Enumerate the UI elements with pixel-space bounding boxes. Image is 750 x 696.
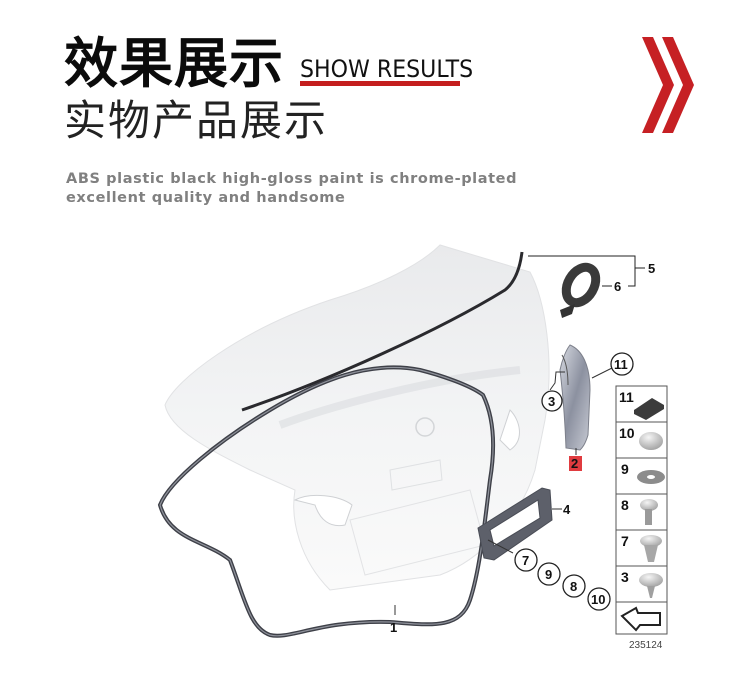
callout-7: 7 <box>522 553 529 568</box>
legend-number-7: 7 <box>621 533 629 549</box>
parts-legend: 11 10 9 8 7 3 235124 <box>615 385 668 651</box>
callout-5: 5 <box>648 261 655 276</box>
figure-number: 235124 <box>629 640 663 651</box>
callout-4: 4 <box>563 502 571 517</box>
spoiler-strip <box>241 251 524 412</box>
double-chevron-right-icon <box>640 35 695 139</box>
legend-number-8: 8 <box>621 497 629 513</box>
callout-6: 6 <box>614 279 621 294</box>
product-description: ABS plastic black high-gloss paint is ch… <box>66 170 546 208</box>
legend-number-3: 3 <box>621 569 629 585</box>
tape-roll-illustration <box>560 262 601 318</box>
title-underline <box>300 81 460 86</box>
page-title-en: SHOW RESULTS <box>300 55 474 83</box>
legend-number-11: 11 <box>619 389 634 405</box>
callout-11: 11 <box>614 357 628 372</box>
legend-number-9: 9 <box>621 461 629 477</box>
callout-8: 8 <box>570 579 577 594</box>
callout-10: 10 <box>591 592 605 607</box>
page-subtitle-cn: 实物产品展示 <box>64 96 329 145</box>
trim-piece-illustration <box>559 344 591 451</box>
callout-9: 9 <box>545 567 552 582</box>
description-line-1: ABS plastic black high-gloss paint is ch… <box>66 171 518 187</box>
callout-3: 3 <box>548 394 555 409</box>
trunk-lid <box>164 244 550 591</box>
license-bracket-illustration <box>477 487 553 561</box>
page-title-cn: 效果展示 <box>64 32 284 95</box>
parts-diagram: 1 5 6 2 3 11 4 <box>0 230 750 696</box>
callout-1: 1 <box>390 620 397 635</box>
arrow-icon <box>620 606 661 632</box>
legend-number-10: 10 <box>619 425 635 441</box>
callout-2: 2 <box>571 456 578 471</box>
description-line-2: excellent quality and handsome <box>66 190 346 206</box>
